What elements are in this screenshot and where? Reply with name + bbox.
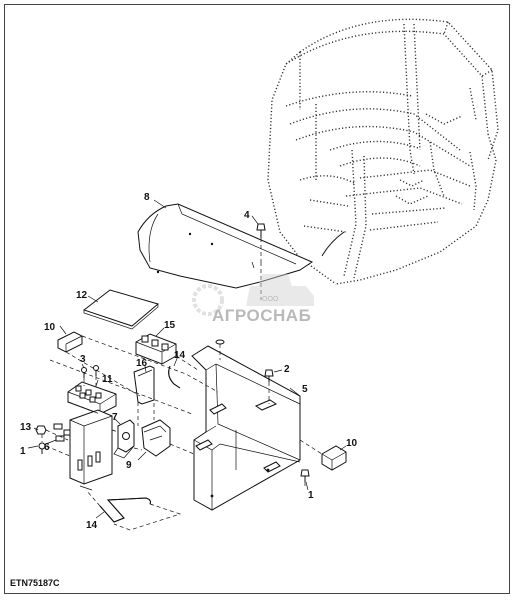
part-7-bracket bbox=[113, 419, 135, 459]
part-11-fuse-block bbox=[67, 381, 117, 415]
callout-2: 2 bbox=[284, 364, 290, 375]
part-6-clips bbox=[53, 423, 73, 442]
cab-frame bbox=[267, 18, 499, 285]
part-4-screw bbox=[256, 223, 266, 262]
watermark-prefix: ООО bbox=[262, 296, 279, 303]
fuse-mount-plate bbox=[69, 409, 113, 491]
part-14-rod-upper bbox=[168, 365, 181, 389]
part-10-clip-upper bbox=[57, 331, 83, 353]
callout-labels: 8 4 12 15 10 14 16 3 2 11 5 7 13 9 6 1 1… bbox=[20, 192, 358, 531]
assembly-lines bbox=[41, 262, 323, 488]
callout-10-right: 10 bbox=[346, 438, 358, 449]
watermark-company-name: АГРОСНАБ bbox=[212, 306, 312, 325]
callout-3: 3 bbox=[80, 354, 86, 365]
part-5-support-bracket bbox=[191, 345, 301, 511]
drawing-frame bbox=[4, 4, 510, 594]
callout-15: 15 bbox=[164, 320, 176, 331]
callout-10-upper: 10 bbox=[44, 322, 56, 333]
part-2-screw bbox=[264, 369, 274, 382]
callout-1-left: 1 bbox=[20, 446, 26, 457]
callout-16: 16 bbox=[136, 358, 148, 369]
watermark-logo-graphic bbox=[192, 274, 314, 316]
part-13-nut bbox=[35, 425, 47, 435]
callout-11: 11 bbox=[102, 374, 113, 385]
part-3-screws bbox=[81, 365, 99, 378]
callout-7: 7 bbox=[112, 412, 118, 423]
part-15-relay-block bbox=[135, 333, 177, 365]
part-1-screw-left bbox=[38, 442, 46, 454]
callout-13: 13 bbox=[20, 422, 32, 433]
callout-4: 4 bbox=[244, 210, 250, 221]
part-1-screw-right bbox=[300, 469, 310, 482]
callout-14-upper: 14 bbox=[174, 350, 186, 361]
callout-12: 12 bbox=[76, 290, 88, 301]
callout-6: 6 bbox=[44, 442, 50, 453]
callout-1-right: 1 bbox=[308, 490, 314, 501]
part-9-clamp bbox=[141, 419, 171, 457]
part-10-clip-right bbox=[321, 445, 347, 471]
part-8-cover bbox=[137, 203, 314, 289]
part-14-rod-lower bbox=[85, 489, 182, 531]
part-12-pad bbox=[82, 289, 160, 330]
callout-5: 5 bbox=[302, 384, 308, 395]
figure-code: ETN75187C bbox=[10, 578, 60, 588]
callout-9: 9 bbox=[126, 460, 132, 471]
callout-8: 8 bbox=[144, 192, 150, 203]
upper-fastener bbox=[215, 339, 225, 345]
leader-lines bbox=[27, 199, 347, 519]
callout-14-lower: 14 bbox=[86, 520, 98, 531]
